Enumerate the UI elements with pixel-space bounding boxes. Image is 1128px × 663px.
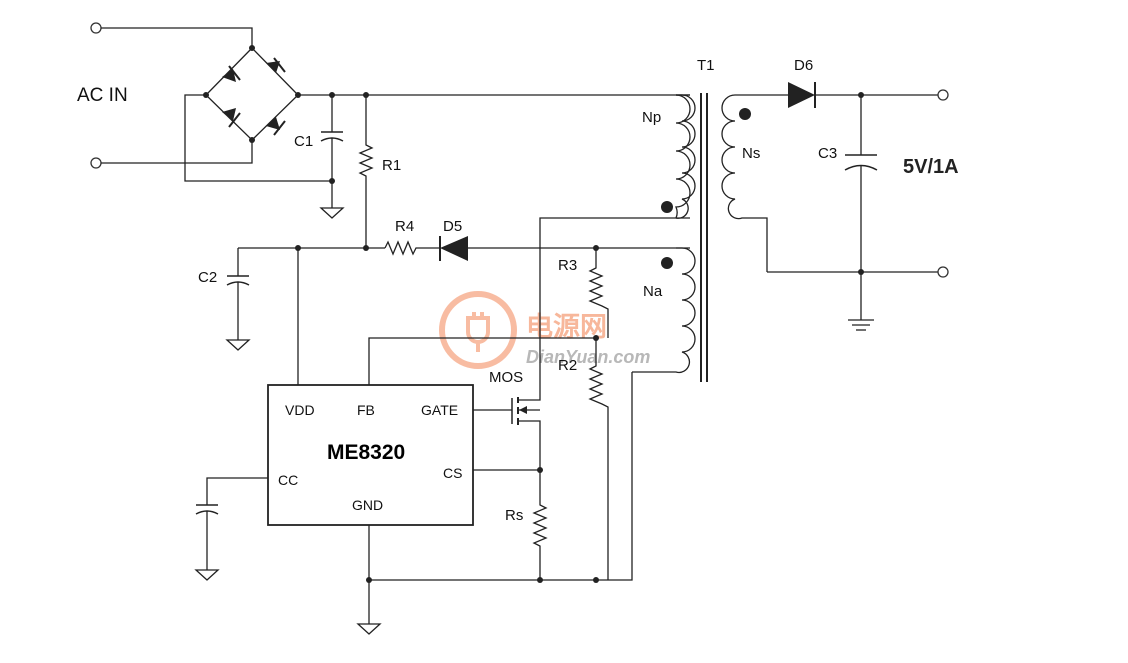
- ac-in-label: AC IN: [77, 85, 128, 106]
- mos-label: MOS: [489, 369, 523, 386]
- output-terminal-negative: [937, 266, 949, 278]
- pin-gnd: GND: [352, 497, 383, 513]
- watermark: 电源网 DianYuan.com: [439, 291, 650, 369]
- r2-label: R2: [558, 357, 577, 374]
- d6-label: D6: [794, 57, 813, 74]
- bridge-rectifier: [203, 45, 301, 143]
- np-label: Np: [642, 109, 661, 126]
- r4-label: R4: [395, 218, 414, 235]
- resistor-r4: R4: [384, 218, 440, 256]
- earth-ground-icon: [848, 319, 874, 331]
- capacitor-c2: C2: [198, 248, 251, 351]
- capacitor-cc: [194, 477, 268, 581]
- pin-cs: CS: [443, 465, 462, 481]
- ns-dot: [739, 108, 751, 120]
- pin-cc: CC: [278, 472, 298, 488]
- resistor-r1: R1: [358, 95, 401, 248]
- c3-label: C3: [818, 145, 837, 162]
- na-label: Na: [643, 283, 663, 300]
- ground-icon: [225, 339, 251, 351]
- ns-label: Ns: [742, 145, 760, 162]
- c2-label: C2: [198, 269, 217, 286]
- watermark-english: DianYuan.com: [526, 347, 650, 367]
- chip-name: ME8320: [327, 441, 405, 464]
- na-dot: [661, 257, 673, 269]
- capacitor-c1: C1: [294, 95, 345, 219]
- output-terminal-positive: [937, 89, 949, 101]
- mosfet: MOS: [489, 217, 690, 470]
- pin-gate: GATE: [421, 402, 458, 418]
- capacitor-c3: C3: [818, 95, 878, 320]
- ac-terminal-bottom: [90, 157, 102, 169]
- diode-d5: D5: [439, 218, 690, 261]
- ac-terminal-top: [90, 22, 102, 34]
- output-rating-label: 5V/1A: [903, 156, 959, 178]
- rs-label: Rs: [505, 507, 523, 524]
- pin-vdd: VDD: [285, 402, 315, 418]
- ac-input: AC IN: [77, 22, 253, 169]
- resistor-rs: Rs: [505, 470, 548, 580]
- diode-d6: D6: [767, 57, 938, 108]
- c1-label: C1: [294, 133, 313, 150]
- np-dot: [661, 201, 673, 213]
- r1-label: R1: [382, 157, 401, 174]
- watermark-logo-icon: [439, 291, 517, 369]
- pin-fb: FB: [357, 402, 375, 418]
- ground-icon: [319, 207, 345, 219]
- transformer-t1: Np Na T1 Ns: [632, 57, 768, 382]
- t1-label: T1: [697, 57, 715, 74]
- resistor-r3: R3: [558, 248, 609, 338]
- r3-label: R3: [558, 257, 577, 274]
- controller-ic: ME8320 VDD FB GATE CC CS GND: [267, 384, 474, 526]
- d5-label: D5: [443, 218, 462, 235]
- ground-icon: [356, 623, 382, 635]
- ground-icon: [194, 569, 220, 581]
- resistor-r2: R2: [558, 338, 609, 580]
